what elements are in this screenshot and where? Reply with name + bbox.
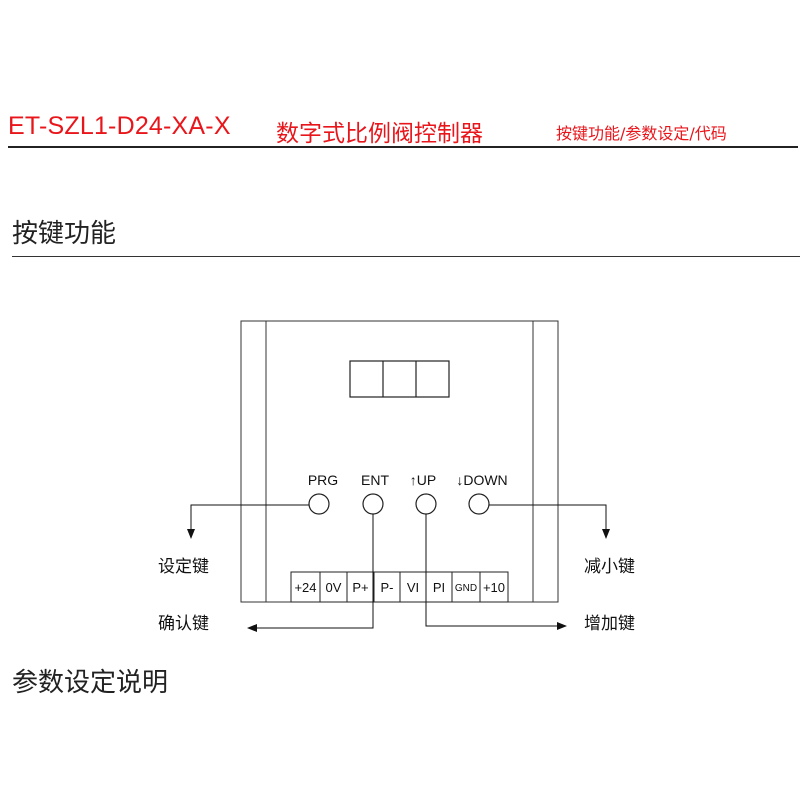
terminal-label: P- (381, 580, 394, 595)
prg-button[interactable]: PRG (308, 472, 338, 515)
terminal-label: VI (407, 580, 419, 595)
section-heading-keys: 按键功能 (12, 219, 117, 249)
ent-label: ENT (361, 472, 389, 488)
terminal-label: PI (433, 580, 445, 595)
callout-set-key: 设定键 (158, 557, 209, 577)
callout-decrease-key: 减小键 (584, 557, 635, 577)
terminal-label: P+ (352, 580, 368, 595)
terminal-label: 0V (326, 580, 342, 595)
document-title: ET-SZL1-D24-XA-X 数字式比例阀控制器 按键功能/参数设定/代码 (8, 110, 798, 148)
terminal-strip (290, 571, 509, 603)
up-button[interactable]: ↑UP (410, 472, 437, 515)
terminal-label: +10 (483, 580, 505, 595)
segment-display (349, 360, 450, 398)
callout-increase-key: 增加键 (584, 614, 635, 634)
section-divider (12, 256, 800, 257)
title-name: 数字式比例阀控制器 (276, 121, 483, 147)
terminal-label: +24 (294, 580, 316, 595)
title-model: ET-SZL1-D24-XA-X (8, 112, 231, 140)
terminal-label: GND (455, 583, 477, 594)
device-body (240, 320, 559, 603)
title-subtitle: 按键功能/参数设定/代码 (556, 124, 727, 143)
up-label: ↑UP (410, 472, 436, 488)
section-heading-params: 参数设定说明 (12, 668, 169, 698)
ent-button[interactable]: ENT (361, 472, 389, 515)
terminal-labels: +24 0V P+ P- VI PI GND +10 (294, 580, 505, 595)
down-label: ↓DOWN (456, 472, 507, 488)
down-button[interactable]: ↓DOWN (456, 472, 508, 515)
callout-confirm-key: 确认键 (158, 614, 209, 634)
prg-label: PRG (308, 472, 338, 488)
callout-lines (187, 504, 610, 632)
